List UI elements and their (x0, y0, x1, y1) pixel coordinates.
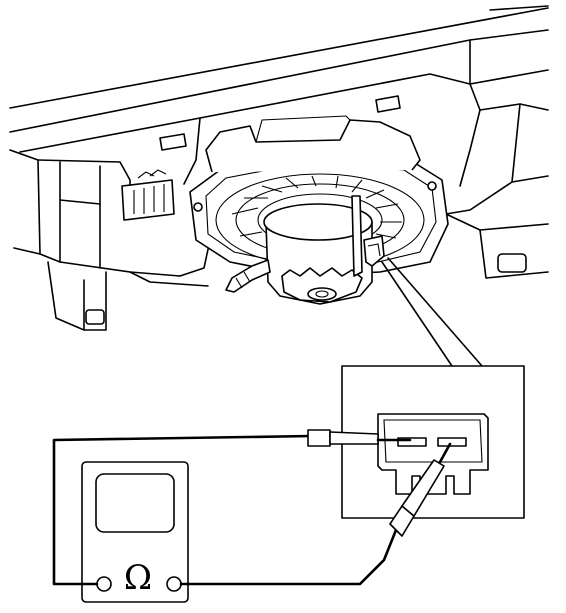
ohmmeter (81, 461, 189, 603)
ohmmeter-display (95, 473, 175, 533)
blower-motor (189, 115, 449, 305)
zoom-leader-lines (381, 257, 483, 367)
ohmmeter-terminal-right (166, 576, 182, 592)
test-probe-left-handle (307, 429, 331, 447)
test-lead-wire-left (52, 434, 314, 586)
dashboard-housing (9, 5, 549, 331)
ohm-symbol: Ω (123, 558, 153, 598)
test-leads (52, 429, 452, 586)
ohmmeter-terminal-left (96, 576, 112, 592)
test-lead-wire-right (179, 528, 398, 586)
